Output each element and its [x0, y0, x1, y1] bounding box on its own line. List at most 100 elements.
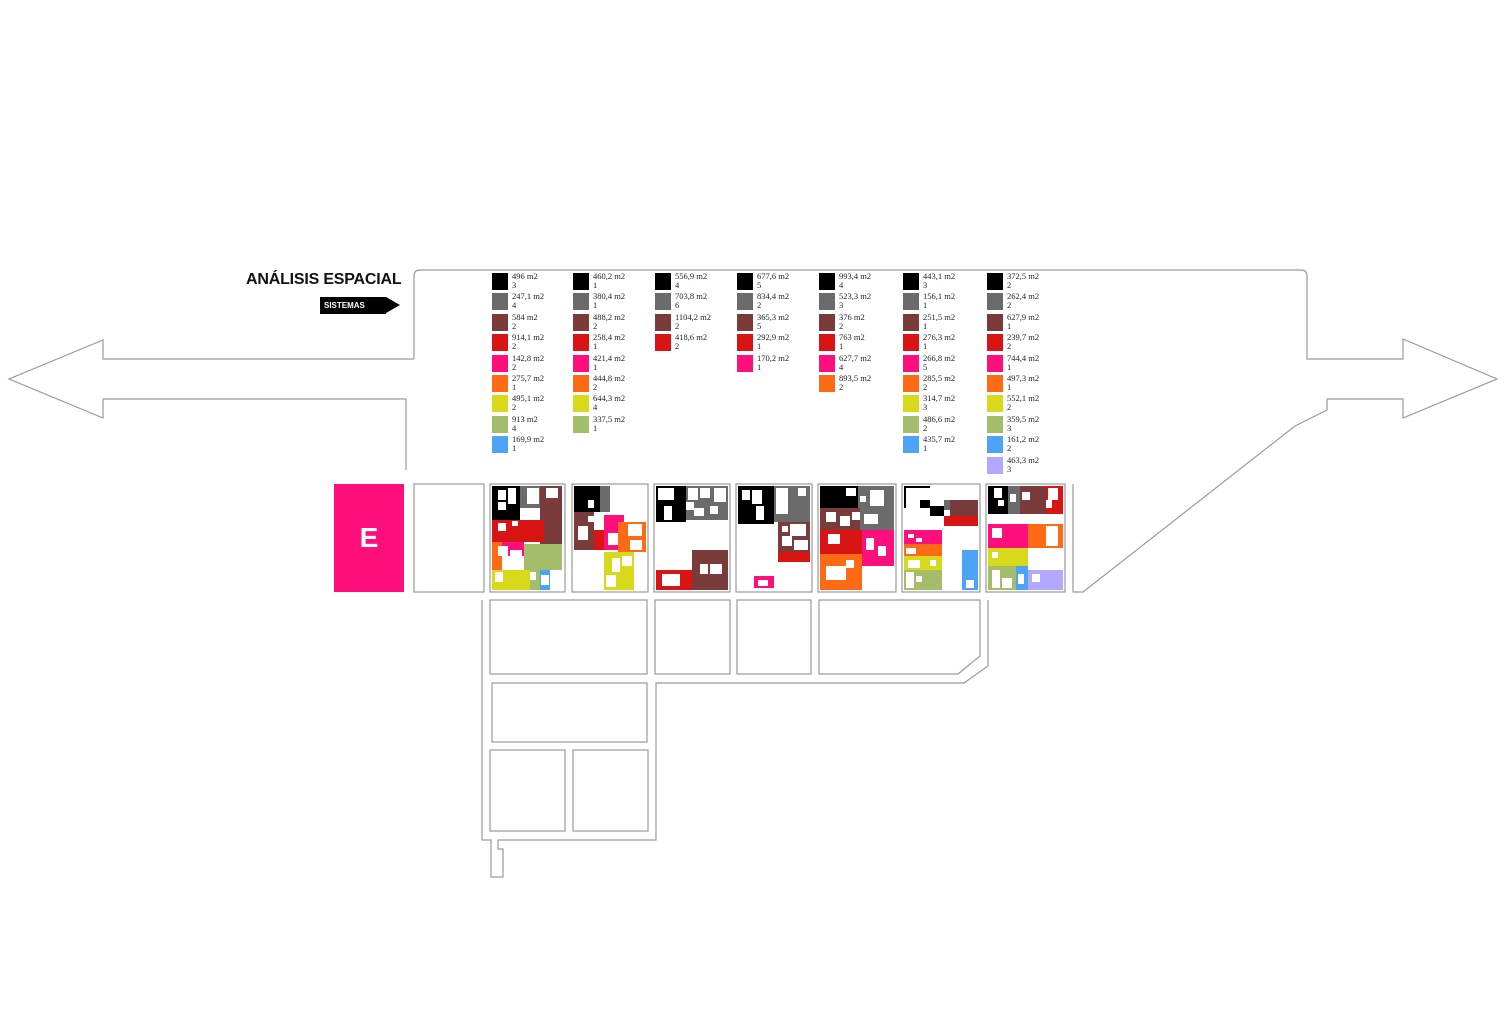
color-swatch-orange	[819, 374, 835, 392]
legend-count-value: 2	[1007, 443, 1012, 454]
color-swatch-pink	[903, 354, 919, 372]
color-swatch-yellow	[903, 395, 919, 413]
legend-count-value: 1	[593, 300, 598, 311]
color-swatch-blue	[492, 436, 508, 454]
legend-area-value: 247,1 m2	[512, 291, 545, 302]
legend-count-value: 1	[1007, 320, 1012, 331]
color-swatch-gray	[819, 293, 835, 311]
color-swatch-orange	[492, 374, 508, 392]
color-swatch-brown	[987, 313, 1003, 331]
color-swatch-brown	[492, 313, 508, 331]
legend-count-value: 1	[923, 341, 928, 352]
legend-area-value: 380,4 m2	[593, 291, 626, 302]
legend-count-value: 2	[512, 341, 517, 352]
color-swatch-red	[655, 334, 671, 352]
legend-count-value: 6	[675, 300, 680, 311]
legend-area-value: 496 m2	[512, 271, 538, 281]
legend-count-value: 1	[1007, 361, 1012, 372]
legend-area-value: 161,2 m2	[1007, 434, 1040, 445]
legend-count-value: 3	[923, 402, 928, 413]
legend-area-value: 435,7 m2	[923, 434, 956, 445]
legend-area-value: 460,2 m2	[593, 271, 626, 281]
legend-area-value: 314,7 m2	[923, 393, 956, 404]
legend-area-value: 266,8 m2	[923, 352, 956, 363]
legend-count-value: 4	[512, 422, 517, 433]
block-6-usage-map	[904, 486, 978, 590]
legend-area-value: 834,4 m2	[757, 291, 790, 302]
legend-count-value: 2	[923, 422, 928, 433]
legend-area-value: 627,9 m2	[1007, 311, 1040, 322]
legend-area-value: 359,5 m2	[1007, 413, 1040, 424]
right-arrow-icon	[413, 269, 1499, 593]
legend-area-value: 497,3 m2	[1007, 372, 1040, 383]
sistemas-tag-button[interactable]: SISTEMAS	[320, 297, 400, 314]
legend-count-value: 1	[757, 341, 762, 352]
color-swatch-pink	[987, 354, 1003, 372]
color-swatch-brown	[819, 313, 835, 331]
legend-count-value: 2	[1007, 341, 1012, 352]
legend-count-value: 2	[1007, 402, 1012, 413]
color-swatch-brown	[903, 313, 919, 331]
legend-count-value: 2	[757, 300, 762, 311]
legend-area-value: 627,7 m2	[839, 352, 872, 363]
color-swatch-gray	[573, 293, 589, 311]
color-swatch-orange	[987, 374, 1003, 392]
legend-count-value: 1	[923, 443, 928, 454]
legend-area-value: 276,3 m2	[923, 332, 956, 343]
legend-count-value: 1	[923, 320, 928, 331]
legend-area-value: 239,7 m2	[1007, 332, 1040, 343]
legend-area-value: 372,5 m2	[1007, 271, 1040, 281]
legend-count-value: 2	[593, 381, 598, 392]
legend-area-value: 142,8 m2	[512, 352, 545, 363]
color-swatch-blue	[987, 436, 1003, 454]
legend-count-value: 2	[1007, 280, 1012, 290]
legend-count-value: 4	[512, 300, 517, 311]
color-swatch-red	[987, 334, 1003, 352]
color-swatch-blue	[903, 436, 919, 454]
legend-area-value: 463,3 m2	[1007, 454, 1040, 465]
legend-count-value: 2	[593, 320, 598, 331]
legend-area-value: 763 m2	[839, 332, 865, 343]
color-swatch-red	[819, 334, 835, 352]
legend-area-value: 169,9 m2	[512, 434, 545, 445]
block-7-usage-map	[988, 486, 1063, 590]
color-swatch-black	[492, 273, 508, 290]
color-swatch-black	[573, 273, 589, 290]
legend-count-value: 1	[593, 361, 598, 372]
legend-area-value: 418,6 m2	[675, 332, 708, 343]
legend-count-value: 3	[923, 280, 928, 290]
legend-count-value: 1	[923, 300, 928, 311]
color-swatch-orange	[903, 374, 919, 392]
legend-count-value: 3	[512, 280, 517, 290]
legend-count-value: 3	[839, 300, 844, 311]
legend-area-value: 285,5 m2	[923, 372, 956, 383]
color-swatch-yellow	[492, 395, 508, 413]
legend-area-value: 444,8 m2	[593, 372, 626, 383]
block-1-usage-map	[492, 486, 562, 590]
legend-count-value: 2	[675, 320, 680, 331]
color-swatch-yellow	[573, 395, 589, 413]
